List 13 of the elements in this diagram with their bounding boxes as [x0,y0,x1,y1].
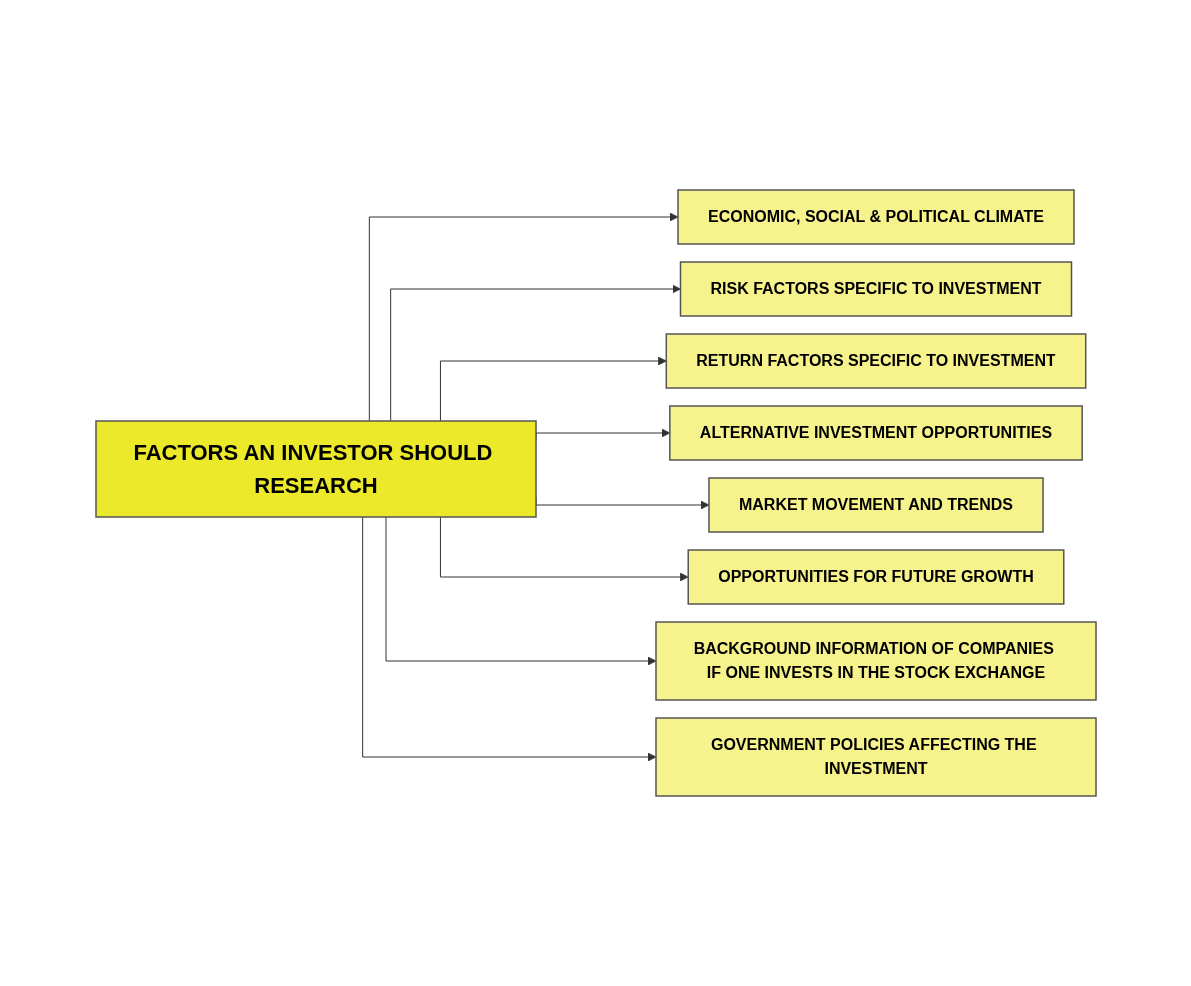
node-box: MARKET MOVEMENT AND TRENDS [707,477,1044,533]
arrow [389,284,681,422]
node-box: RETURN FACTORS SPECIFIC TO INVESTMENT [665,333,1086,389]
node-box: ECONOMIC, SOCIAL & POLITICAL CLIMATE [676,189,1075,245]
arrow [361,516,656,762]
arrow [385,516,656,666]
arrow [368,212,678,422]
node-box: RISK FACTORS SPECIFIC TO INVESTMENT [679,261,1072,317]
node-box: BACKGROUND INFORMATION OF COMPANIES IF ONE INVESTS IN THE STOCK EXCHANGE [654,621,1097,701]
node-box: GOVERNMENT POLICIES AFFECTING THE INVESTMENT [654,717,1097,797]
node-box: FACTORS AN INVESTOR SHOULD RESEARCH [94,420,537,518]
node-box: ALTERNATIVE INVESTMENT OPPORTUNITIES [668,405,1083,461]
node-box: OPPORTUNITIES FOR FUTURE GROWTH [687,549,1064,605]
